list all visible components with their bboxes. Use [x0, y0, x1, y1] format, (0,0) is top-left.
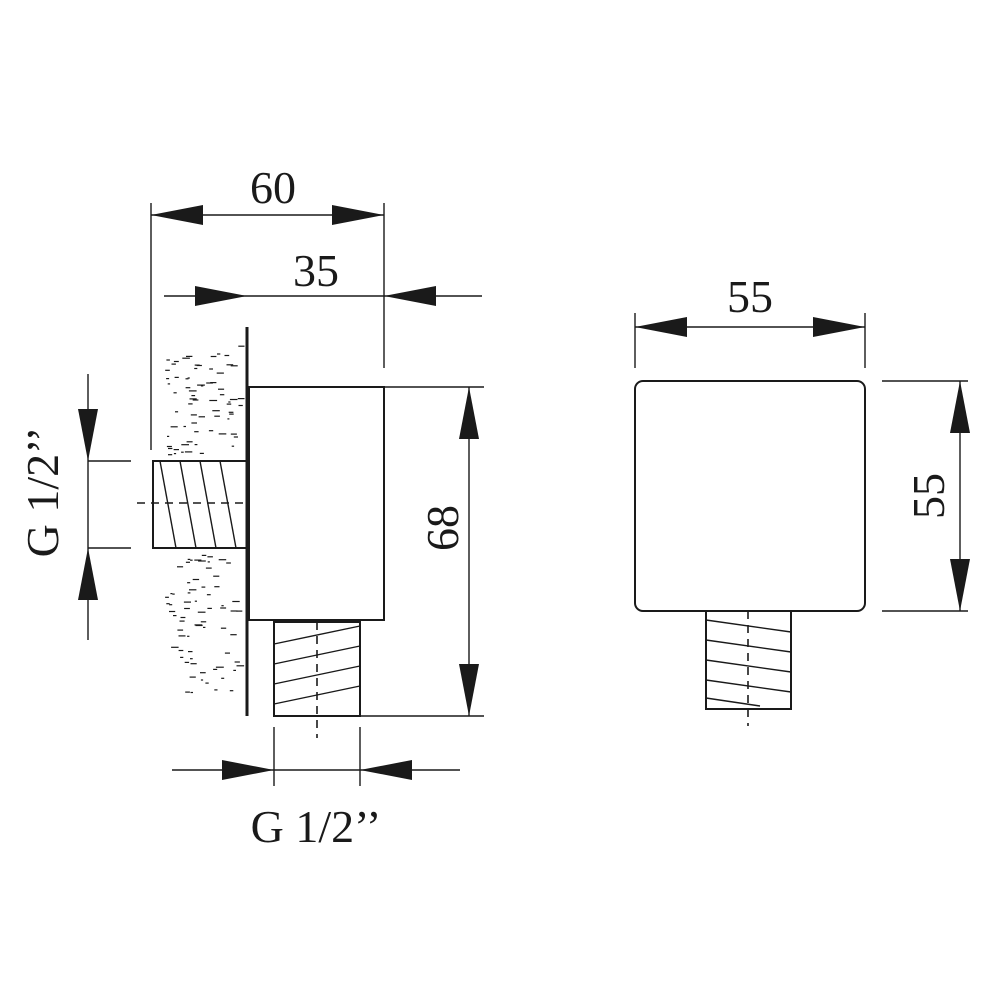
- dimension-height: 68: [417, 387, 479, 716]
- dimension-label-wall-thread: G 1/2’’: [17, 427, 68, 558]
- dimension-overall-depth: 60: [151, 162, 384, 225]
- dimension-front-height: 55: [903, 381, 970, 611]
- dimension-label-outlet-thread: G 1/2’’: [251, 801, 382, 852]
- outlet-thread-stub: [273, 621, 361, 738]
- dimension-label-front-width: 55: [727, 271, 773, 322]
- front-face-outline: [634, 380, 866, 612]
- dimension-wall-thread: G 1/2’’: [17, 374, 98, 640]
- dimension-label-height: 68: [417, 505, 468, 551]
- wall-hatching: [165, 345, 245, 694]
- side-view: 60 35 68 G 1/2’’ G 1/2’’: [17, 162, 484, 852]
- dimension-front-width: 55: [635, 271, 865, 337]
- dimension-label-body-depth: 35: [293, 245, 339, 296]
- body-outline: [248, 386, 385, 621]
- dimension-label-overall-depth: 60: [250, 162, 296, 213]
- dimension-body-depth: 35: [164, 245, 482, 306]
- front-view: 55 55: [634, 271, 970, 726]
- dimension-outlet-thread: G 1/2’’: [172, 760, 460, 852]
- dimension-label-front-height: 55: [903, 473, 954, 519]
- front-outlet-stub: [705, 610, 792, 726]
- wall-thread-stub: [137, 460, 250, 549]
